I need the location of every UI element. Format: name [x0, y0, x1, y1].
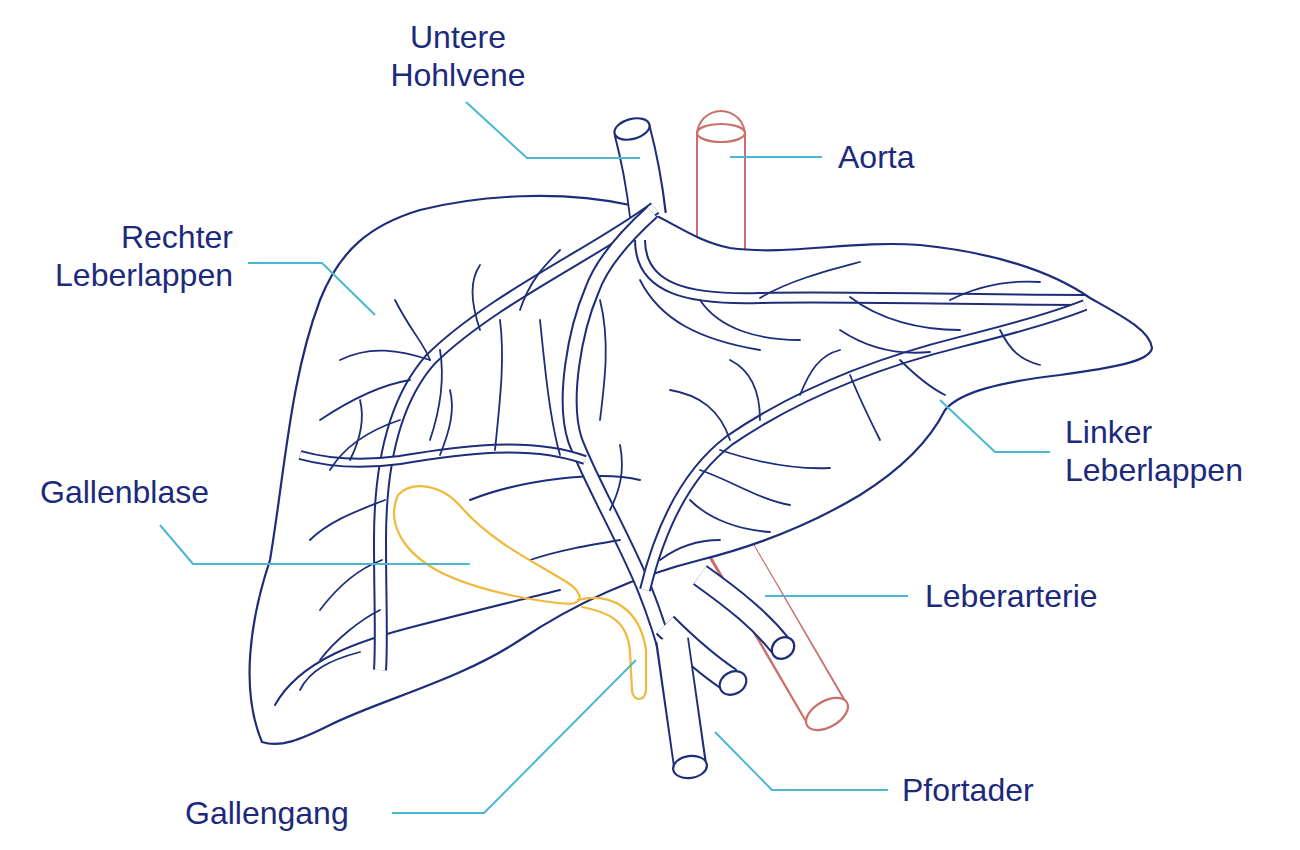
vena-cava: [612, 115, 652, 217]
lobe-line: [275, 590, 560, 705]
artery-lower: [724, 536, 853, 737]
part-label: Pfortader: [902, 771, 1034, 809]
lobe-line: [300, 652, 360, 690]
portal-vein: [672, 633, 799, 781]
liver-outline: [250, 196, 1152, 744]
part-label: Rechter Leberlappen: [13, 218, 233, 294]
part-label: Linker Leberlappen: [1065, 413, 1285, 489]
part-label: Untere Hohlvene: [358, 18, 558, 94]
part-label: Gallengang: [185, 794, 349, 832]
part-label: Leberarterie: [925, 577, 1098, 615]
gallbladder: [394, 486, 580, 604]
part-label: Aorta: [838, 138, 914, 176]
part-label: Gallenblase: [40, 473, 209, 511]
lobe-line: [470, 476, 640, 500]
leader-lines: [160, 102, 1050, 813]
